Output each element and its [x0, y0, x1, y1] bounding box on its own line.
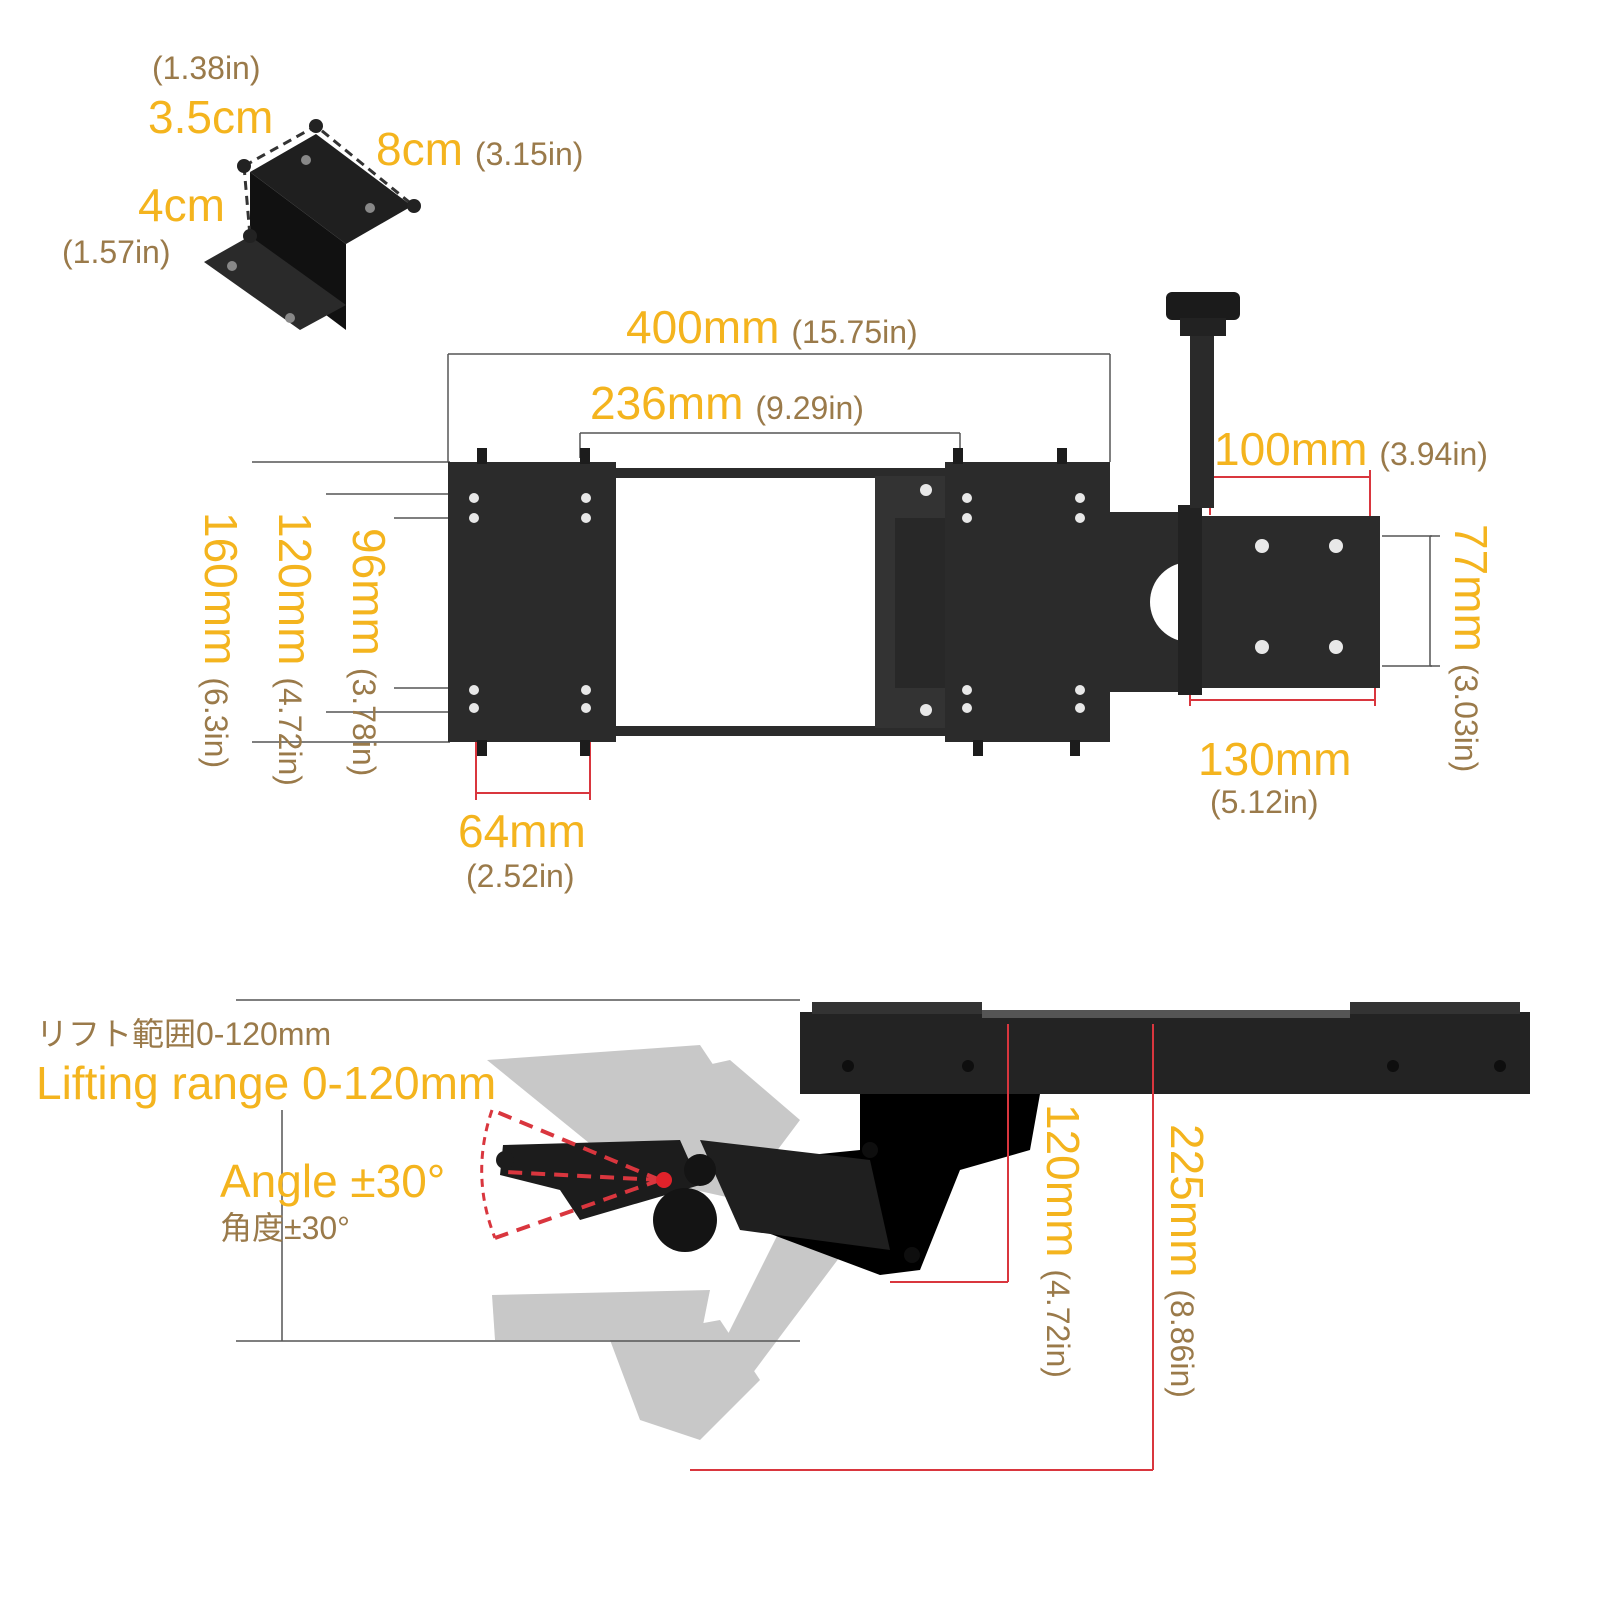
- spacing-64-mm: 64mm: [458, 805, 586, 857]
- height-96-mm: 96mm: [343, 528, 395, 656]
- height-120-in: (4.72in): [272, 677, 308, 786]
- plate-width-label: 100mm (3.94in): [1214, 426, 1488, 472]
- total-225-label: 225mm (8.86in): [1161, 1124, 1213, 1398]
- inner-width-label: 236mm (9.29in): [590, 380, 864, 426]
- overall-width-mm: 400mm: [626, 301, 780, 353]
- plate-height-in: (3.03in): [1448, 663, 1484, 773]
- height-160-in: (6.3in): [198, 677, 234, 769]
- drop-120-mm: 120mm: [1037, 1104, 1089, 1258]
- z-bracket: [204, 119, 421, 330]
- plate-length-mm: 130mm: [1198, 733, 1352, 785]
- height-96-in: (3.78in): [346, 667, 382, 777]
- angle-en: Angle ±30°: [220, 1155, 446, 1207]
- height-160-mm: 160mm: [195, 512, 247, 666]
- plate-length-in: (5.12in): [1210, 784, 1319, 820]
- plate-height-label: 77mm (3.03in): [1445, 524, 1497, 773]
- height-120-label: 120mm (4.72in): [269, 512, 321, 786]
- inner-width-in: (9.29in): [755, 390, 864, 426]
- inner-width-mm: 236mm: [590, 377, 744, 429]
- bracket-depth-cm: 3.5cm: [148, 91, 274, 143]
- lifting-range-jp: リフト範囲0-120mm: [36, 1016, 332, 1052]
- angle-jp: 角度±30°: [220, 1210, 350, 1246]
- spacing-64-in: (2.52in): [466, 858, 575, 894]
- bracket-height-in: (1.57in): [62, 234, 171, 270]
- lifting-range-en: Lifting range 0-120mm: [36, 1057, 497, 1109]
- drop-120-in: (4.72in): [1040, 1269, 1076, 1378]
- overall-width-label: 400mm (15.75in): [626, 304, 918, 350]
- plate-width-mm: 100mm: [1214, 423, 1368, 475]
- overall-width-in: (15.75in): [791, 314, 918, 350]
- total-225-in: (8.86in): [1164, 1289, 1200, 1398]
- plate-width-in: (3.94in): [1379, 436, 1488, 472]
- height-160-label: 160mm (6.3in): [195, 512, 247, 769]
- bracket-width-label: 8cm (3.15in): [376, 126, 583, 172]
- height-120-mm: 120mm: [269, 512, 321, 666]
- bracket-depth-in: (1.38in): [152, 50, 261, 86]
- bracket-width-cm: 8cm: [376, 123, 463, 175]
- bracket-height-cm: 4cm: [138, 179, 225, 231]
- drop-120-label: 120mm (4.72in): [1037, 1104, 1089, 1378]
- top-view-mount: [252, 292, 1440, 800]
- total-225-mm: 225mm: [1161, 1124, 1213, 1278]
- bracket-width-in: (3.15in): [474, 136, 584, 172]
- side-view-mount: [236, 999, 1530, 1471]
- plate-height-mm: 77mm: [1445, 524, 1497, 652]
- height-96-label: 96mm (3.78in): [343, 528, 395, 777]
